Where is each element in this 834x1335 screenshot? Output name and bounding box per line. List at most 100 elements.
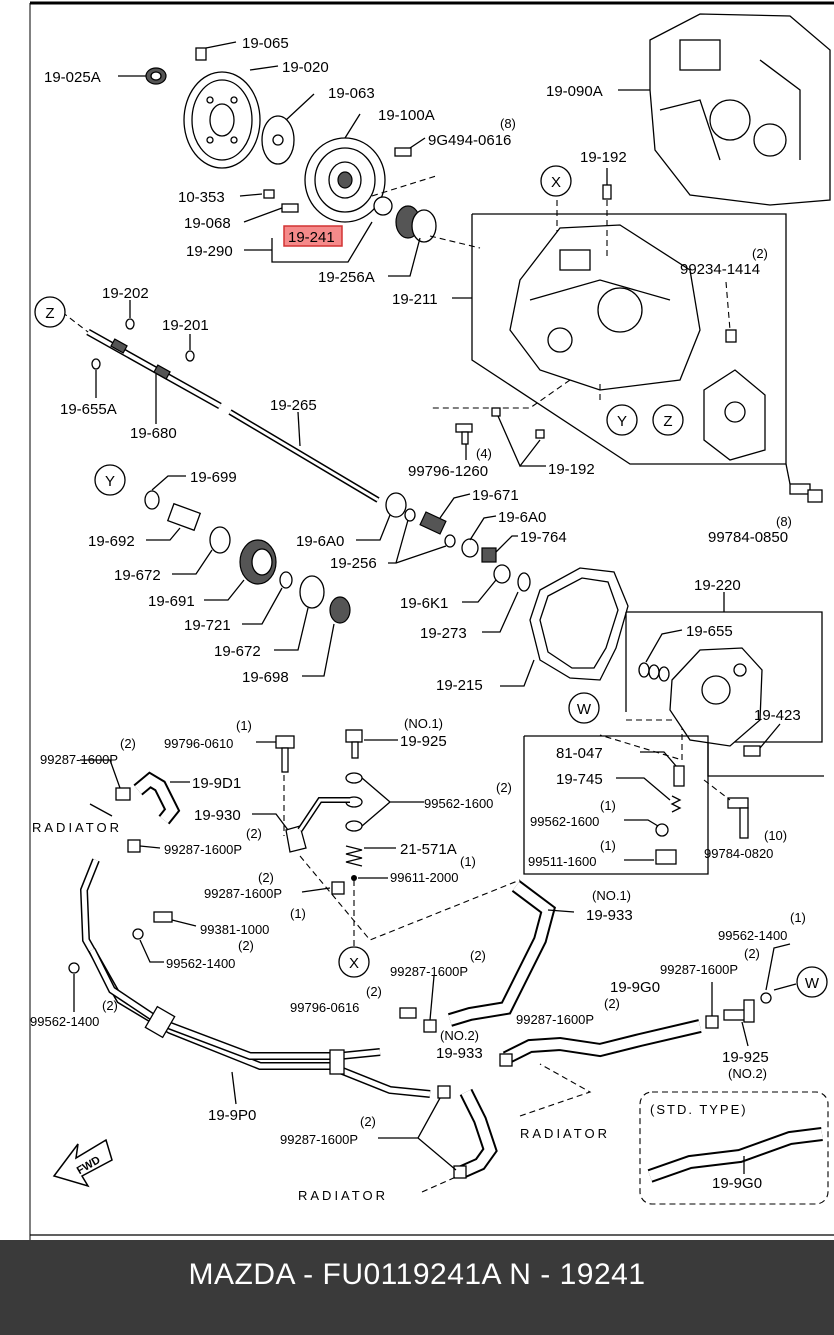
label-19-065: 19-065 <box>242 35 289 52</box>
seal-ring-19-655-part <box>638 662 670 682</box>
label-no2-b: (NO.2) <box>728 1066 767 1081</box>
spring-21-571a-part <box>345 845 363 867</box>
clamp-c <box>331 881 345 895</box>
clamp-e <box>437 1085 451 1099</box>
label-19-925-a: 19-925 <box>400 733 447 750</box>
label-19-220: 19-220 <box>694 577 741 594</box>
label-qty-2f: (2) <box>238 938 254 953</box>
label-99796-0616: 99796-0616 <box>290 1000 359 1015</box>
valve-19-930-part <box>285 797 350 853</box>
bolt-part <box>281 203 299 213</box>
label-qty-2e: (2) <box>258 870 274 885</box>
washer-a <box>345 772 363 784</box>
spring-19-745-part <box>670 795 682 813</box>
oil-seal-part <box>373 196 393 216</box>
label-99562-1600-b: 99562-1600 <box>530 814 599 829</box>
dowel-part <box>725 329 737 343</box>
bushing-19-6a0-b <box>461 538 479 558</box>
bolt-19-192-b <box>535 429 545 439</box>
torque-converter-part <box>304 137 386 223</box>
label-qty-2c: (2) <box>496 780 512 795</box>
clamp-g <box>499 1053 513 1067</box>
breather-part <box>602 184 612 200</box>
clamp-a <box>115 787 131 801</box>
plug-99511-1600-part <box>655 849 677 865</box>
label-19-721: 19-721 <box>184 617 231 634</box>
seal-19-256a <box>404 508 416 522</box>
label-19-9d1: 19-9D1 <box>192 775 241 792</box>
label-99287-1600p-e: 99287-1600P <box>390 964 468 979</box>
washer-19-672b <box>299 575 325 609</box>
label-19-192-bottom: 19-192 <box>548 461 595 478</box>
label-19-202: 19-202 <box>102 285 149 302</box>
o-ring-19-699 <box>144 490 160 510</box>
bolt-19-192-a <box>491 407 501 417</box>
label-std-type: (STD. TYPE) <box>650 1102 748 1117</box>
label-19-655a: 19-655A <box>60 401 117 418</box>
svg-text:Y: Y <box>617 413 627 430</box>
oil-pump-part <box>395 205 437 243</box>
washer-99562-1400-c <box>760 992 772 1004</box>
highlight-box <box>283 225 343 247</box>
label-19-764: 19-764 <box>520 529 567 546</box>
gear-19-691-part <box>239 539 277 585</box>
label-no2-a: (NO.2) <box>440 1028 479 1043</box>
label-99234-1414: 99234-1414 <box>680 261 760 278</box>
label-99562-1400-c: 99562-1400 <box>30 1014 99 1029</box>
washer-part <box>263 189 275 199</box>
gasket-19-215-part <box>529 567 629 681</box>
callout-x-bottom: X <box>338 946 370 978</box>
label-qty-2b: (2) <box>120 736 136 751</box>
pipe-19-9p0-part <box>79 858 431 1098</box>
oil-pump-shaft-part <box>228 409 380 503</box>
label-radiator-left: RADIATOR <box>32 820 122 835</box>
label-99796-1260: 99796-1260 <box>408 463 488 480</box>
label-19-672-b: 19-672 <box>214 643 261 660</box>
washer-99562-1600 <box>655 823 669 837</box>
label-19-9g0-a: 19-9G0 <box>610 979 660 996</box>
label-99287-1600p-d: 99287-1600P <box>660 962 738 977</box>
gear-19-671-part <box>419 511 447 535</box>
bolt-99796-0616-part <box>399 1007 417 1019</box>
label-99287-1600p-b: 99287-1600P <box>164 842 242 857</box>
svg-text:W: W <box>805 975 820 992</box>
clamp-f <box>453 1165 467 1179</box>
seal-19-256b <box>444 534 456 548</box>
o-ring-19-721 <box>279 571 293 589</box>
callout-w-bottom: W <box>796 966 828 998</box>
label-19-925-b: 19-925 <box>722 1049 769 1066</box>
label-qty-10: (10) <box>764 828 787 843</box>
seal-ring-19-655a <box>91 358 101 370</box>
label-no1-a: (NO.1) <box>404 716 443 731</box>
clamp-d <box>423 1019 437 1033</box>
bolt-99796-1260-part <box>455 423 473 445</box>
label-19-933-b: 19-933 <box>436 1045 483 1062</box>
callout-z-left: Z <box>34 296 66 328</box>
label-19-671: 19-671 <box>472 487 519 504</box>
bolt-99381-1000-part <box>153 911 173 923</box>
label-qty-1a: (1) <box>236 718 252 733</box>
label-19-192-top: 19-192 <box>580 149 627 166</box>
label-radiator-right: RADIATOR <box>520 1126 610 1141</box>
label-19-9g0-b: 19-9G0 <box>712 1175 762 1192</box>
bolt-19-925-part <box>345 729 363 759</box>
label-19-215: 19-215 <box>436 677 483 694</box>
label-99562-1400-a: 99562-1400 <box>166 956 235 971</box>
part-number-text: MAZDA - FU0119241A N - 19241 <box>188 1258 646 1291</box>
label-qty-1d: (1) <box>460 854 476 869</box>
label-19-090a: 19-090A <box>546 83 603 100</box>
svg-text:Z: Z <box>663 413 672 430</box>
hose-19-9d1-part <box>133 771 181 825</box>
label-19-273: 19-273 <box>420 625 467 642</box>
hose-19-9g0-part <box>502 1019 702 1065</box>
label-19-256a: 19-256A <box>318 269 375 286</box>
converter-housing-part <box>509 224 701 391</box>
sleeve-19-692-part <box>166 502 202 532</box>
label-99562-1400-b: 99562-1400 <box>718 928 787 943</box>
label-qty-1c: (1) <box>600 838 616 853</box>
label-qty-2k: (2) <box>604 996 620 1011</box>
clamp-h <box>705 1015 719 1029</box>
washer-19-672a <box>209 526 231 554</box>
label-radiator-bottom: RADIATOR <box>298 1188 388 1203</box>
end-cover-19-220-part <box>669 647 763 747</box>
